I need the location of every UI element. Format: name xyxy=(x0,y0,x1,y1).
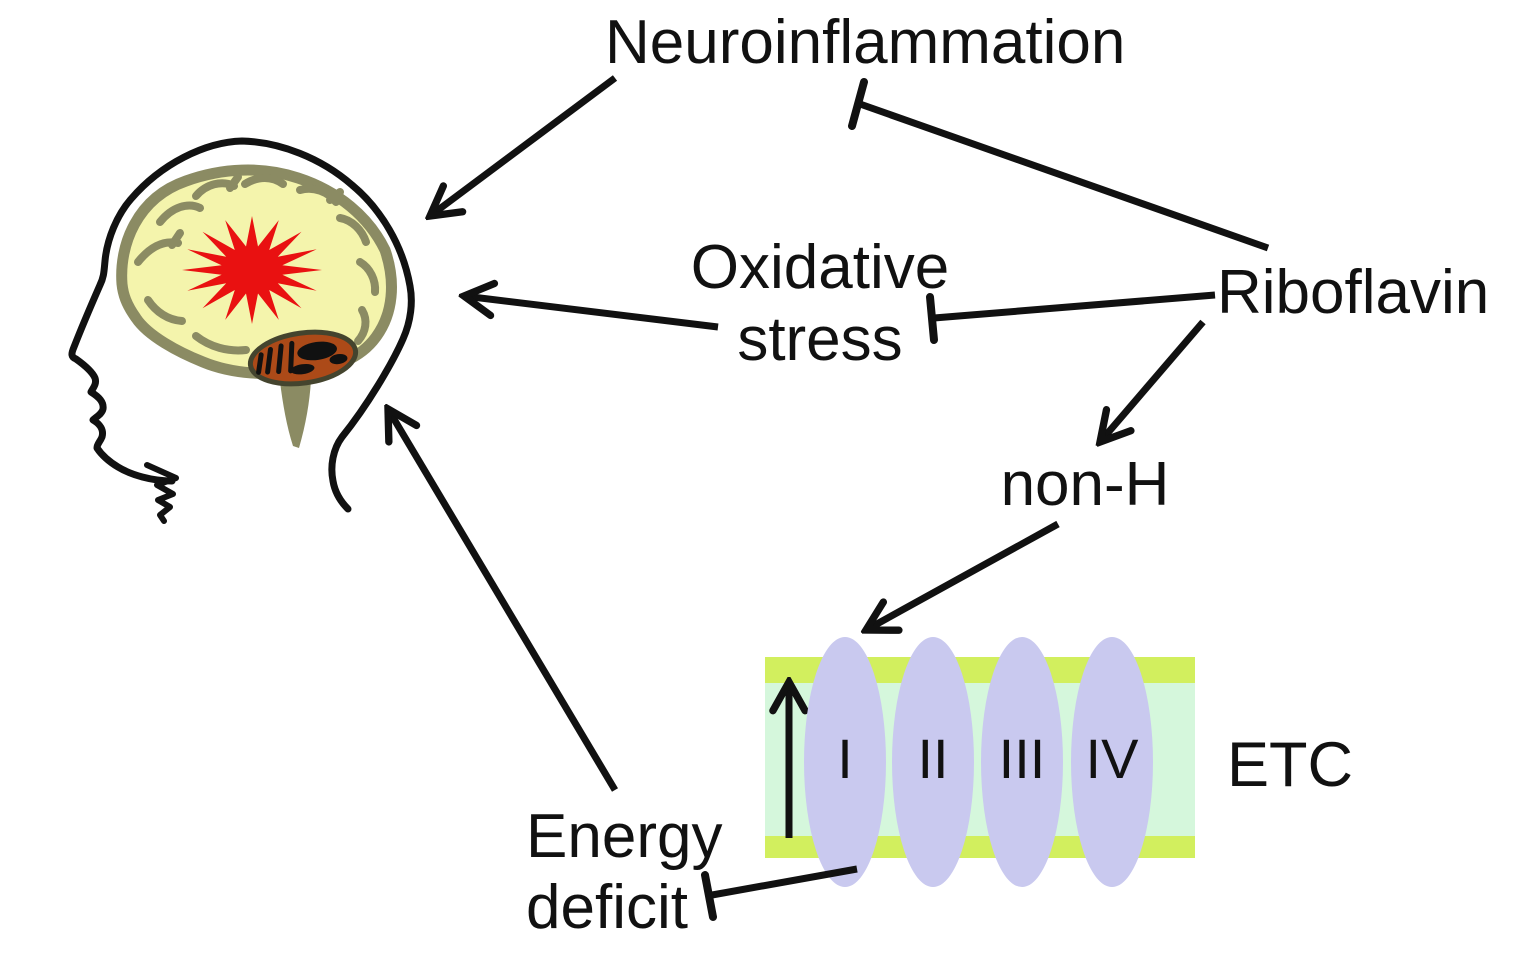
etc-label: ETC xyxy=(1227,730,1353,800)
neuroinflammation-label: Neuroinflammation xyxy=(605,8,1125,77)
brainstem xyxy=(279,373,311,448)
complex-i-ellipse xyxy=(804,637,886,887)
inhibitor-bar-neuroinflammation xyxy=(848,78,868,130)
inhibitor-bar-energy-deficit xyxy=(701,871,717,921)
complex-i-label: I xyxy=(837,727,853,790)
head-outline xyxy=(68,137,415,513)
arrow-non-h-to-etc xyxy=(866,520,1060,630)
arrow-energy-deficit-to-brain xyxy=(388,409,619,792)
etc-membrane: I II III IV xyxy=(765,637,1195,887)
jaw-zigzag xyxy=(144,462,179,524)
inflammation-starburst-icon xyxy=(182,216,322,324)
oxidative-stress-label-line1: Oxidative xyxy=(691,233,949,302)
brain-icon xyxy=(68,137,415,524)
complex-ii-label: II xyxy=(917,727,948,790)
inhibitor-etc-to-energy-deficit xyxy=(711,865,858,899)
edges xyxy=(388,75,1270,921)
inhibitor-riboflavin-to-oxidative-stress xyxy=(933,291,1216,322)
complex-iii-label: III xyxy=(999,727,1046,790)
oxidative-stress-label-line2: stress xyxy=(737,305,902,374)
non-h-label: non-H xyxy=(1001,450,1170,519)
cerebellum xyxy=(247,329,359,387)
inhibitor-bar-oxidative-stress xyxy=(926,293,938,344)
labels: Neuroinflammation Oxidative stress Ribof… xyxy=(526,8,1489,942)
arrow-neuroinflammation-to-brain xyxy=(430,75,618,216)
riboflavin-label: Riboflavin xyxy=(1217,258,1489,327)
complex-iii-ellipse xyxy=(981,637,1063,887)
energy-deficit-label-line2: deficit xyxy=(526,873,688,942)
inhibitor-riboflavin-to-neuroinflammation xyxy=(858,100,1270,252)
complex-iv-label: IV xyxy=(1086,727,1140,790)
arrow-riboflavin-to-non-h xyxy=(1100,319,1206,442)
arrow-oxidative-stress-to-brain xyxy=(464,296,719,331)
complex-iv-ellipse xyxy=(1071,637,1153,887)
energy-deficit-label-line1: Energy xyxy=(526,802,722,871)
complex-ii-ellipse xyxy=(892,637,974,887)
brain-gyri xyxy=(134,173,380,360)
